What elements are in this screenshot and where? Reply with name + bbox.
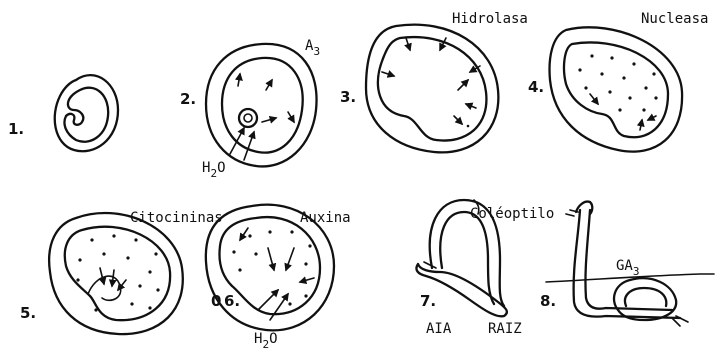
stage-6-number: 6. bbox=[224, 292, 240, 310]
stage-2-water-arrow-1 bbox=[230, 128, 244, 154]
stage-2-arrow-upright bbox=[266, 80, 272, 90]
stage-3-seed-coat bbox=[366, 25, 498, 153]
stage-6-arrow-4 bbox=[240, 228, 248, 240]
stage-8-tip-mark-2 bbox=[566, 214, 574, 216]
stage-3-arrow-6 bbox=[466, 104, 476, 108]
stage-8-number: 8. bbox=[540, 292, 556, 310]
stage-2-hormone-label: A3 bbox=[305, 38, 320, 58]
stage-5-embryo-swirl bbox=[88, 276, 121, 300]
stage-2-water-label: H2O bbox=[202, 160, 226, 180]
stage-3-enzyme-label: Hidrolasa bbox=[452, 11, 528, 27]
stage-2-water-arrow-2 bbox=[244, 132, 254, 160]
stage-2-number: 2. bbox=[180, 90, 196, 108]
stage-6-water-label: H2O bbox=[254, 331, 278, 349]
stage-3-arrow-1 bbox=[406, 38, 410, 50]
stage-1: 1. bbox=[8, 75, 118, 151]
stage-4-enzyme-label: Nucleasa bbox=[641, 11, 708, 27]
stage-7-coleoptile-label: Coléoptilo bbox=[470, 206, 554, 222]
stage-6-arrow-1 bbox=[268, 248, 274, 270]
stage-4-arrow-1 bbox=[590, 94, 598, 104]
stage-3-number: 3. bbox=[340, 88, 356, 106]
stage-2-embryo bbox=[239, 109, 257, 127]
stage-7: Coléoptilo AIA RAIZ 7. bbox=[416, 200, 554, 337]
stage-3-arrow-3 bbox=[382, 72, 394, 76]
stage-5-dots bbox=[76, 234, 159, 311]
stage-7-aia-label: AIA bbox=[426, 321, 452, 337]
stage-2-arrow-right bbox=[262, 118, 276, 122]
stage-4-dots bbox=[578, 54, 657, 111]
stage-2-arrow-up bbox=[238, 74, 240, 86]
stage-5-seed-inner bbox=[65, 227, 170, 320]
stage-3-arrow-7 bbox=[454, 116, 462, 124]
stage-6-water-arrow-1 bbox=[258, 290, 278, 310]
stage-6-arrow-2 bbox=[286, 248, 294, 270]
stage-4: Nucleasa 4. bbox=[528, 11, 708, 152]
stage-4-number: 4. bbox=[528, 78, 544, 96]
stage-5-number: 5. bbox=[20, 304, 36, 322]
stage-6: Auxina 0 6. H2O bbox=[206, 205, 351, 349]
stage-8-seed-inner bbox=[625, 288, 666, 306]
stage-2-arrow-downright bbox=[288, 112, 294, 122]
stage-6-arrow-3 bbox=[300, 278, 314, 282]
stage-1-seed-inner bbox=[64, 88, 108, 142]
stage-3: Hidrolasa 3. bbox=[340, 11, 528, 152]
stage-6-dots bbox=[232, 230, 311, 305]
stage-5-arrow-2 bbox=[112, 270, 114, 286]
stage-4-arrow-2 bbox=[640, 120, 642, 130]
stage-4-seed-inner bbox=[564, 42, 668, 137]
stage-8: GA3 8. bbox=[540, 202, 714, 326]
stage-7-coleoptile-inner bbox=[440, 212, 494, 304]
stage-5: Citocininas 5. bbox=[20, 210, 223, 334]
stage-7-raiz-label: RAIZ bbox=[488, 321, 522, 337]
stage-2-embryo-core bbox=[244, 114, 252, 122]
stage-6-prefix: 0 bbox=[211, 292, 221, 310]
stage-5-arrow-1 bbox=[100, 268, 104, 284]
stage-8-hormone-label: GA3 bbox=[616, 258, 639, 278]
stage-4-arrow-3 bbox=[648, 116, 656, 120]
stage-2-seed-inner bbox=[222, 58, 303, 153]
stage-3-speck bbox=[467, 125, 470, 128]
stage-6-hormone-label: Auxina bbox=[300, 210, 351, 226]
stage-3-seed-inner bbox=[378, 37, 487, 140]
stage-5-hormone-label: Citocininas bbox=[130, 210, 223, 226]
stage-1-number: 1. bbox=[8, 120, 24, 138]
stage-7-number: 7. bbox=[420, 292, 436, 310]
stage-3-arrow-5 bbox=[458, 80, 468, 90]
stage-2: 2. A3 H2O bbox=[180, 38, 320, 180]
stage-6-water-arrow-2 bbox=[270, 294, 288, 320]
